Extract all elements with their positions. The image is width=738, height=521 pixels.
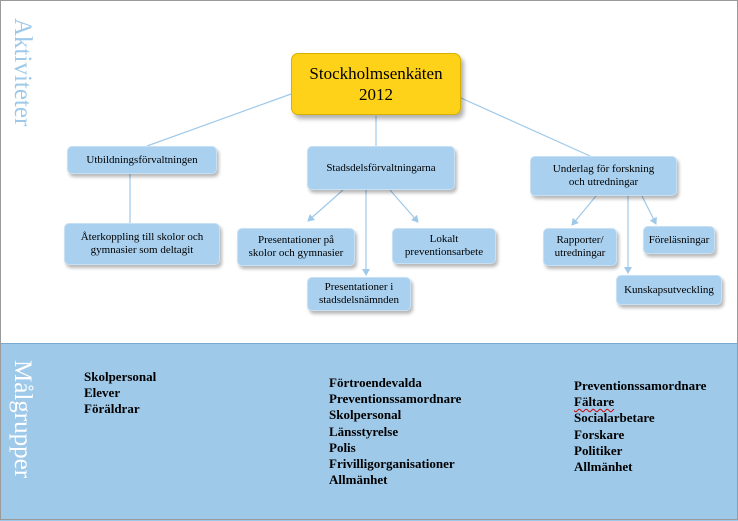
group-list-item: Polis (329, 439, 356, 455)
group-list-2: Förtroendevalda Preventionssamordnare Sk… (329, 375, 461, 488)
node-forelasningar: Föreläsningar (643, 226, 715, 254)
spellcheck-word: Fältare (574, 394, 615, 410)
node-presentationer-stadsdel: Presentationer i stadsdelsnämnden (307, 277, 411, 311)
node-underlag: Underlag för forskning och utredningar (530, 156, 677, 196)
group-list-item: Forskare (574, 426, 625, 442)
connector-underlag-rapporter (571, 195, 597, 226)
group-list-item: Allmänhet (329, 472, 388, 488)
group-list-item: Frivilligorganisationer (329, 456, 455, 472)
group-list-1: Skolpersonal Elever Föräldrar (84, 369, 156, 418)
root-node: Stockholmsenkäten 2012 (291, 53, 461, 115)
node-presentationer-skolor: Presentationer på skolor och gymnasier (237, 228, 355, 266)
node-rapporter: Rapporter/ utredningar (543, 228, 617, 266)
node-aterkoppling: Återkoppling till skolor och gymnasier s… (64, 223, 220, 265)
connector-root-underlag (460, 97, 591, 157)
connector-stadsdel-presentationer (307, 189, 344, 222)
node-presentationer-stadsdel-label: Presentationer i stadsdelsnämnden (318, 281, 400, 306)
node-kunskapsutveckling-label: Kunskapsutveckling (624, 283, 714, 296)
group-list-item: Elever (84, 385, 121, 401)
node-kunskapsutveckling: Kunskapsutveckling (616, 275, 722, 305)
node-rapporter-label: Rapporter/ utredningar (554, 234, 606, 259)
group-list-3: Preventionssamordnare Fältare Socialarbe… (574, 378, 706, 475)
node-stadsdelsforvaltningarna: Stadsdelsförvaltningarna (307, 146, 455, 190)
node-lokalt-label: Lokalt preventionsarbete (404, 233, 484, 258)
group-list-item: Skolpersonal (84, 369, 157, 384)
group-list-item: Länsstyrelse (329, 423, 399, 439)
node-presentationer-skolor-label: Presentationer på skolor och gymnasier (248, 234, 344, 259)
label-aktiviteter: Aktiviteter (9, 18, 36, 127)
group-list-item: Socialarbetare (574, 410, 655, 426)
connector-root-utbildning (146, 93, 292, 147)
node-forelasningar-label: Föreläsningar (648, 233, 710, 246)
node-underlag-label: Underlag för forskning och utredningar (552, 163, 655, 188)
group-list-item: Fältare (574, 394, 706, 410)
label-malgrupper: Målgrupper (9, 360, 36, 479)
node-stadsdelsforvaltningarna-label: Stadsdelsförvaltningarna (326, 161, 436, 174)
connector-underlag-forelasningar (641, 195, 657, 225)
node-utbildningsforvaltningen-label: Utbildningsförvaltningen (86, 153, 198, 166)
target-groups-band (0, 343, 738, 521)
group-list-item: Allmänhet (574, 459, 633, 475)
connector-stadsdel-lokalt (389, 189, 419, 223)
node-utbildningsforvaltningen: Utbildningsförvaltningen (67, 146, 217, 174)
group-list-item: Förtroendevalda (329, 375, 422, 390)
group-list-item: Skolpersonal (329, 407, 402, 423)
node-aterkoppling-label: Återkoppling till skolor och gymnasier s… (80, 231, 204, 256)
group-list-item: Politiker (574, 442, 623, 458)
group-list-item: Preventionssamordnare (329, 391, 462, 407)
group-list-item: Föräldrar (84, 401, 140, 417)
group-list-item: Preventionssamordnare (574, 378, 707, 393)
node-lokalt-preventionsarbete: Lokalt preventionsarbete (392, 228, 496, 264)
